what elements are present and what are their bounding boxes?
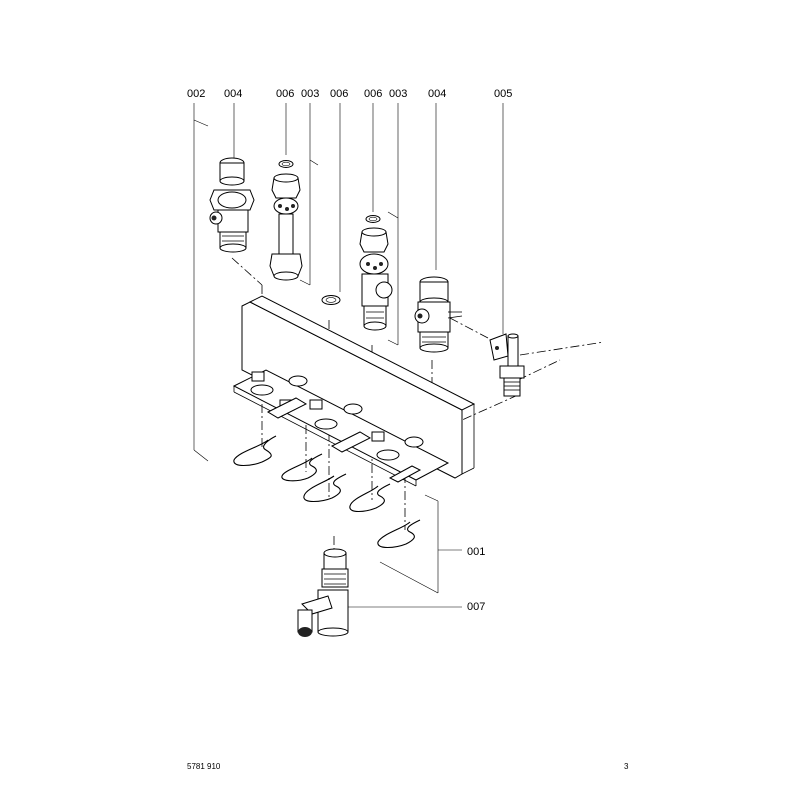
label-006-right: 006 (364, 88, 382, 100)
gas-valve-right (414, 276, 463, 353)
page-number: 3 (624, 762, 629, 771)
label-002: 002 (187, 88, 205, 100)
leader-lines (193, 103, 504, 608)
label-005: 005 (494, 88, 512, 100)
retaining-clips (233, 435, 421, 549)
label-004-left: 004 (224, 88, 242, 100)
label-003-right: 003 (389, 88, 407, 100)
ball-valve (297, 548, 349, 637)
label-006-left: 006 (276, 88, 294, 100)
label-004-right: 004 (428, 88, 446, 100)
drain-fitting (489, 333, 525, 397)
gas-valve-left (209, 157, 255, 253)
mounting-bracket (232, 295, 476, 487)
connection-pipe-left (269, 173, 303, 281)
label-003-left: 003 (301, 88, 319, 100)
sealing-rings (278, 160, 381, 305)
label-001: 001 (467, 546, 485, 558)
connection-pipe-right (359, 227, 393, 331)
document-number: 5781 910 (187, 762, 221, 771)
label-006-middle: 006 (330, 88, 348, 100)
label-007: 007 (467, 601, 485, 613)
